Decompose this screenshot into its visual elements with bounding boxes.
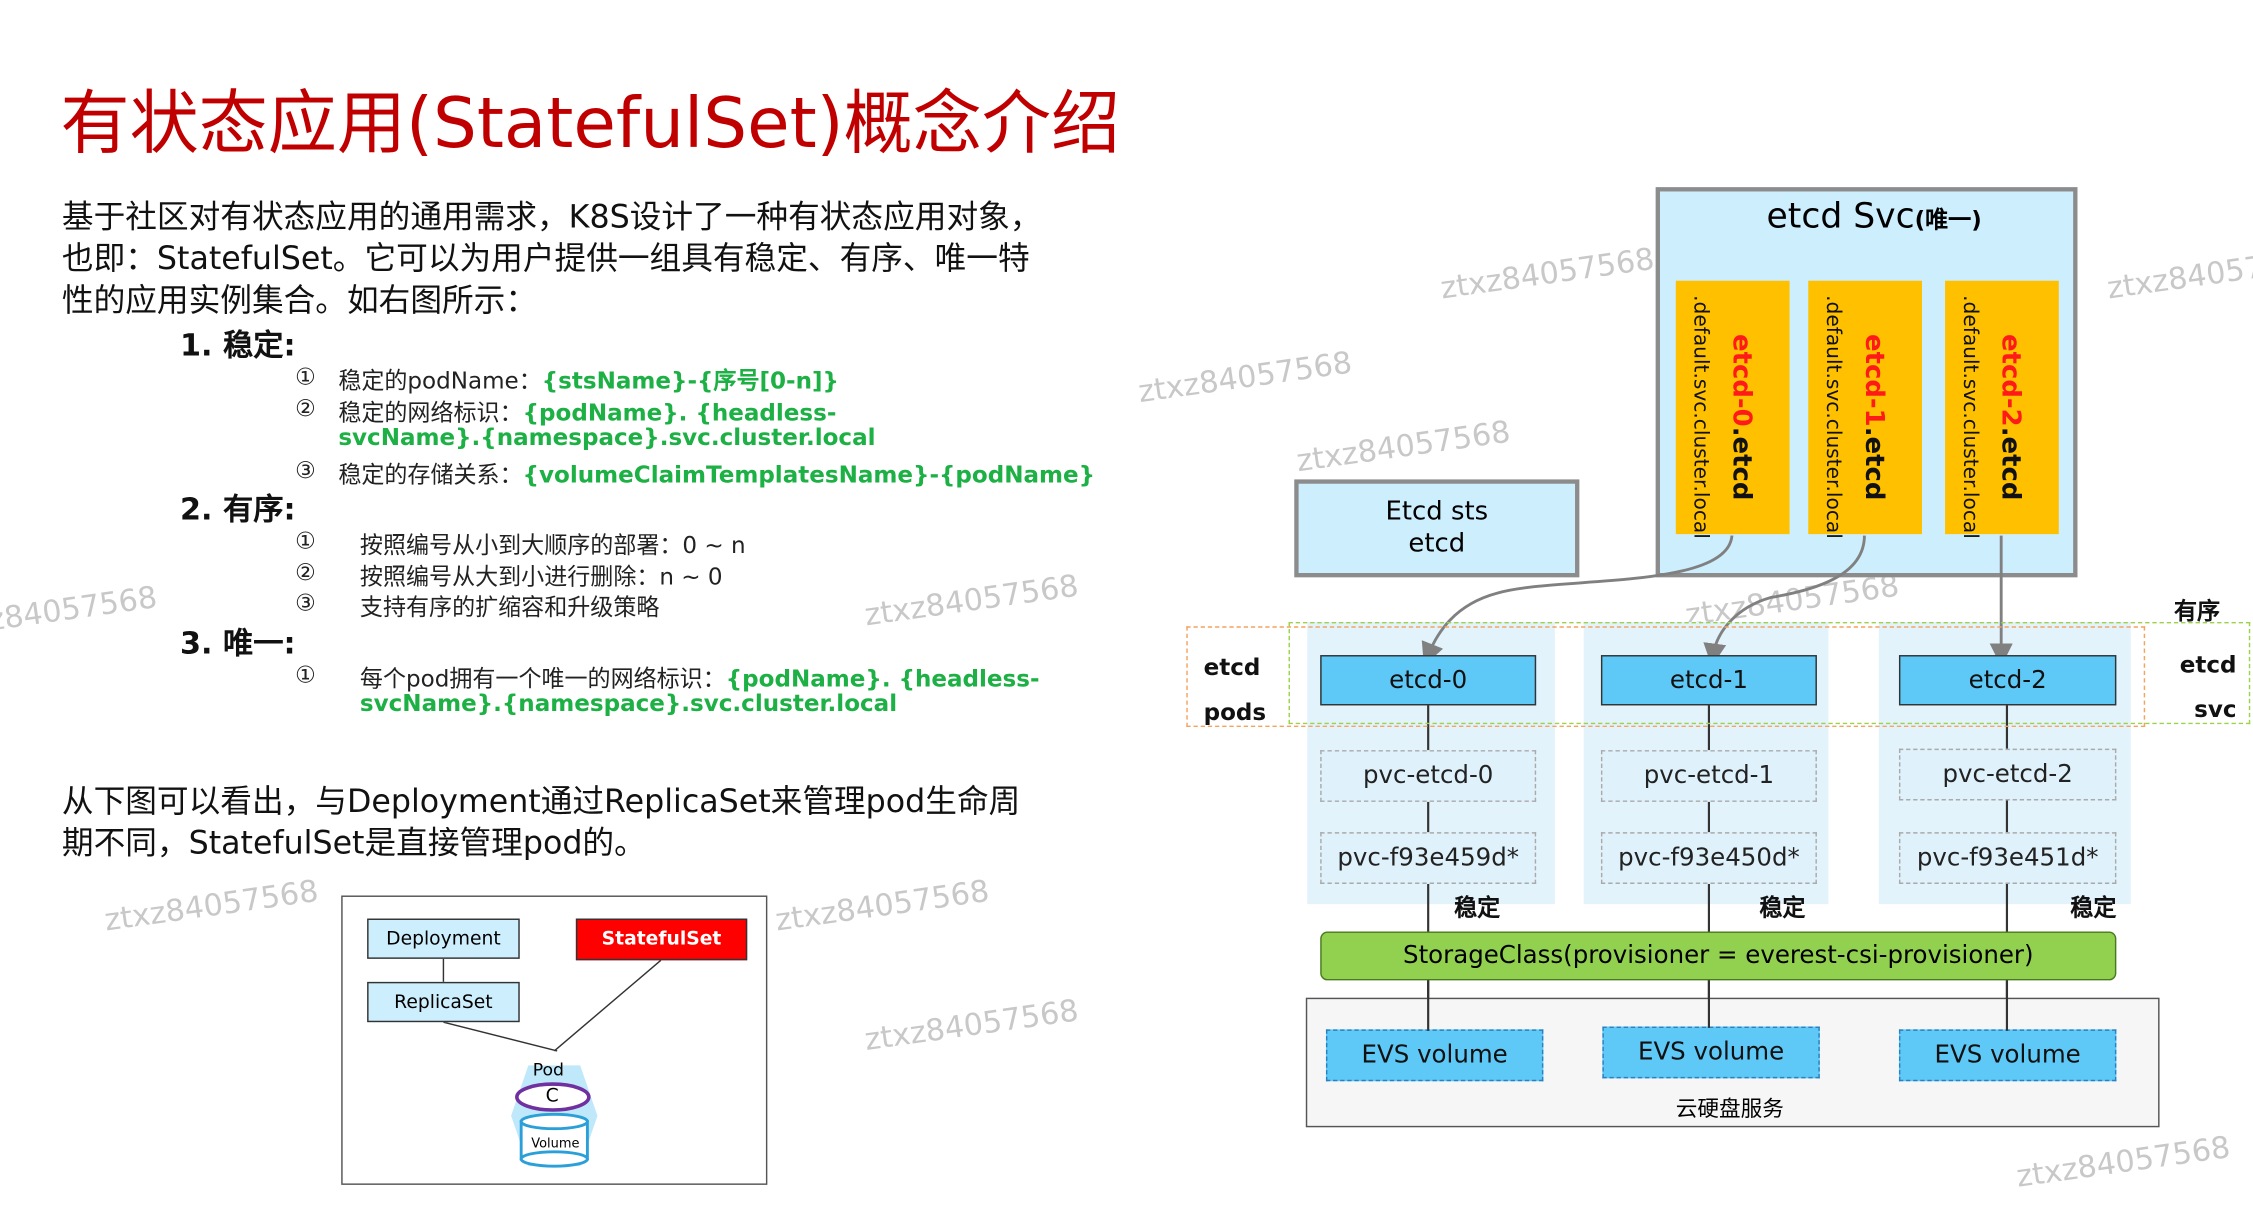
item-text-cont: svcName}.{namespace}.svc.cluster.local: [359, 689, 898, 717]
outro-line: 从下图可以看出，与Deployment通过ReplicaSet来管理pod生命周: [61, 784, 1021, 821]
dns-record-1: [1808, 280, 1922, 535]
pv-box: pvc-f93e459d*: [1320, 832, 1537, 884]
dns-record-2: [1945, 280, 2059, 535]
item-text-cont: svcName}.{namespace}.svc.cluster.local: [338, 423, 876, 451]
item-text: 稳定的podName：{stsName}-{序号[0-n]}: [338, 367, 839, 395]
replicaset-box: ReplicaSet: [367, 981, 520, 1023]
deployment-box: Deployment: [367, 918, 520, 959]
intro-line: 性的应用实例集合。如右图所示：: [61, 283, 538, 320]
cloud-disk-label: 云硬盘服务: [1675, 1095, 1784, 1122]
sts-label: Etcd sts: [1385, 496, 1489, 527]
item-number: ③: [295, 588, 316, 617]
item-text: 稳定的存储关系：{volumeClaimTemplatesName}-{podN…: [338, 460, 1096, 489]
item-text: 支持有序的扩缩容和升级策略: [359, 593, 660, 621]
item-number: ③: [295, 456, 316, 484]
section-heading: 3. 唯一:: [179, 626, 296, 661]
pod-etcd-0: etcd-0: [1320, 655, 1537, 706]
evs-volume: EVS volume: [1898, 1029, 2117, 1082]
dns-domain: .default.svc.cluster.local: [1688, 295, 1712, 539]
stable-label: 稳定: [1759, 894, 1806, 922]
outro-text: 从下图可以看出，与Deployment通过ReplicaSet来管理pod生命周…: [62, 782, 1020, 866]
sts-name: etcd: [1408, 528, 1466, 559]
pv-box: pvc-f93e450d*: [1600, 832, 1817, 884]
item-text: 按照编号从大到小进行删除：n ~ 0: [359, 562, 723, 591]
statefulset-box: StatefulSet: [575, 918, 748, 961]
dns-name: etcd-2.etcd: [1995, 334, 2026, 501]
evs-volume: EVS volume: [1325, 1029, 1544, 1082]
watermark: ztxz84057568: [102, 873, 321, 938]
watermark: ztxz84057568: [862, 992, 1081, 1058]
pod-etcd-2: etcd-2: [1898, 655, 2117, 706]
controller-lines: [442, 958, 662, 1168]
evs-volume: EVS volume: [1602, 1026, 1820, 1079]
controller-diagram: [341, 895, 768, 1185]
item-text: 稳定的网络标识：{podName}. {headless-: [338, 398, 837, 427]
watermark: ztxz84057568: [1438, 241, 1657, 306]
dns-name: etcd-1.etcd: [1858, 334, 1889, 501]
pod-etcd-1: etcd-1: [1600, 655, 1817, 706]
item-number: ①: [295, 362, 316, 391]
item-number: ①: [295, 526, 316, 555]
watermark: ztxz84057568: [773, 873, 992, 938]
dns-record-0: [1675, 280, 1790, 535]
section-heading: 2. 有序:: [179, 492, 296, 527]
watermark: ztxz84057568: [0, 579, 160, 644]
volume-label: Volume: [531, 1137, 580, 1152]
item-text: 按照编号从小到大顺序的部署：0 ~ n: [359, 531, 746, 559]
stable-label: 稳定: [1454, 894, 1501, 922]
stable-label: 稳定: [2070, 894, 2117, 922]
pvc-box: pvc-etcd-2: [1898, 748, 2117, 801]
container-label: C: [545, 1085, 559, 1108]
intro-line: 基于社区对有状态应用的通用需求，K8S设计了一种有状态应用对象，: [61, 200, 1042, 237]
etcd-sts-box: Etcd sts etcd: [1294, 479, 1580, 578]
container-icon: [515, 1082, 591, 1112]
watermark: ztxz84057568: [1136, 345, 1355, 410]
ordered-label: 有序: [2173, 597, 2221, 625]
svc-title: etcd Svc(唯一): [1766, 195, 1982, 237]
item-text: 每个pod拥有一个唯一的网络标识：{podName}. {headless-: [359, 665, 1040, 693]
section-heading: 1. 稳定:: [179, 328, 296, 363]
pvc-box: pvc-etcd-0: [1320, 750, 1537, 802]
watermark: ztxz84057568: [2104, 241, 2253, 306]
item-number: ①: [295, 660, 316, 689]
item-number: ②: [295, 394, 316, 422]
storage-lines: [1427, 980, 2009, 1031]
intro-text: 基于社区对有状态应用的通用需求，K8S设计了一种有状态应用对象， 也即：Stat…: [62, 197, 1042, 322]
pod-label: Pod: [532, 1059, 565, 1080]
dns-domain: .default.svc.cluster.local: [1821, 295, 1845, 539]
storageclass-bar: StorageClass(provisioner = everest-csi-p…: [1320, 931, 2117, 981]
item-number: ②: [295, 558, 316, 586]
dns-name: etcd-0.etcd: [1726, 334, 1757, 501]
intro-line: 也即：StatefulSet。它可以为用户提供一组具有稳定、有序、唯一特: [61, 241, 1030, 278]
watermark: ztxz84057568: [1294, 414, 1513, 479]
page-title: 有状态应用(StatefulSet)概念介绍: [60, 83, 1121, 165]
svc-group-outline: [1288, 621, 2251, 725]
volume-icon: [519, 1112, 589, 1168]
watermark: ztxz84057568: [862, 568, 1081, 633]
outro-line: 期不同，StatefulSet是直接管理pod的。: [61, 826, 646, 863]
pv-box: pvc-f93e451d*: [1898, 832, 2117, 884]
pvc-box: pvc-etcd-1: [1600, 750, 1817, 802]
pods-group-outline: [1186, 626, 2146, 728]
dns-domain: .default.svc.cluster.local: [1957, 295, 1982, 539]
